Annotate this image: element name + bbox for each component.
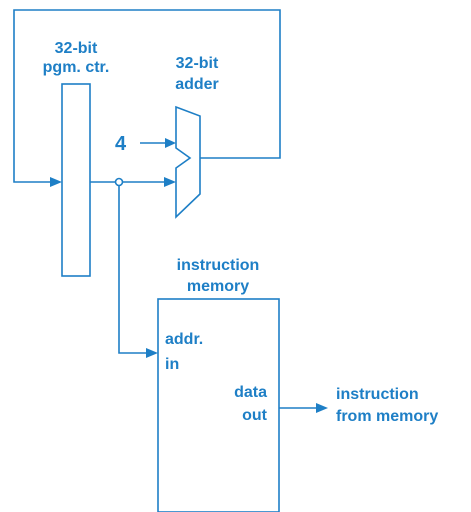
increment-arrowhead xyxy=(165,138,176,148)
feedback-wire xyxy=(13,9,281,183)
program-counter-block xyxy=(61,83,91,277)
address-wire xyxy=(118,182,146,354)
address-arrowhead xyxy=(146,348,158,358)
increment-label: 4 xyxy=(115,133,127,155)
instruction-memory-block xyxy=(157,298,280,512)
adder-label-line2: adder xyxy=(175,76,219,93)
memory-title-line2: memory xyxy=(187,278,249,295)
addr-label-line1: addr. xyxy=(165,331,203,348)
feedback-arrowhead xyxy=(50,177,62,187)
output-label-line2: from memory xyxy=(336,408,438,425)
data-label-line1: data xyxy=(234,384,267,401)
data-out-arrowhead xyxy=(316,403,328,413)
output-label-line1: instruction xyxy=(336,386,419,403)
addr-label-line2: in xyxy=(165,356,179,373)
data-label-line2: out xyxy=(242,407,268,424)
counter-label-line1: 32-bit xyxy=(55,40,98,57)
memory-title-line1: instruction xyxy=(177,257,260,274)
adder-label-line1: 32-bit xyxy=(176,55,219,72)
adder-input-arrowhead xyxy=(164,177,176,187)
counter-label-line2: pgm. ctr. xyxy=(43,59,110,76)
junction-dot xyxy=(114,177,124,187)
adder-block xyxy=(175,105,201,219)
